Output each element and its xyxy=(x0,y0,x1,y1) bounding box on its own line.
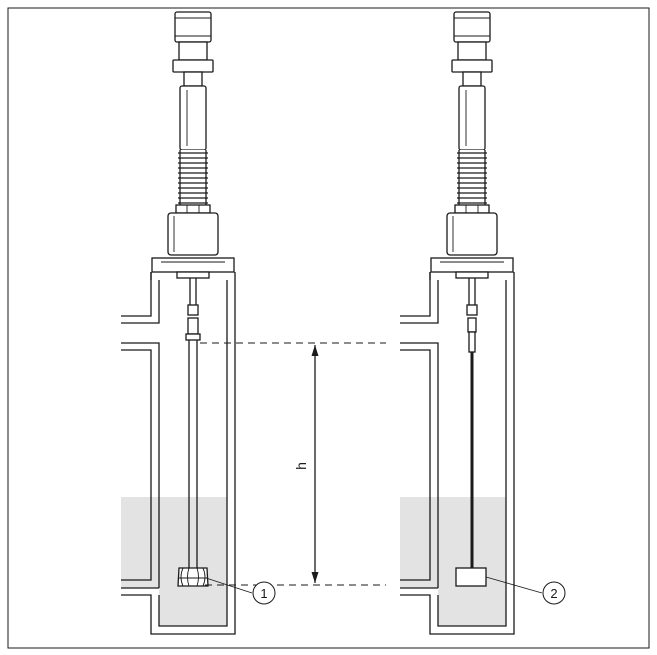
callout-2-number: 2 xyxy=(550,586,557,601)
dimension-h-label: h xyxy=(293,462,309,470)
cable-probe xyxy=(466,278,478,568)
rod-probe xyxy=(185,278,201,568)
liquid-vessel-right xyxy=(400,497,438,580)
callout-2: 2 xyxy=(485,576,566,605)
sensor-right xyxy=(431,12,513,278)
diagram-frame xyxy=(7,7,650,649)
centering-piece xyxy=(177,567,209,587)
callout-1-number: 1 xyxy=(260,586,267,601)
dimension-h: h xyxy=(200,342,386,586)
callout-1: 1 xyxy=(205,577,276,605)
sensor-left xyxy=(152,12,234,278)
installation-left xyxy=(120,12,236,635)
installation-right xyxy=(399,12,515,635)
liquid-vessel-left xyxy=(121,497,159,580)
gravity-weight xyxy=(455,567,487,587)
liquid-standpipe-left xyxy=(159,497,227,626)
